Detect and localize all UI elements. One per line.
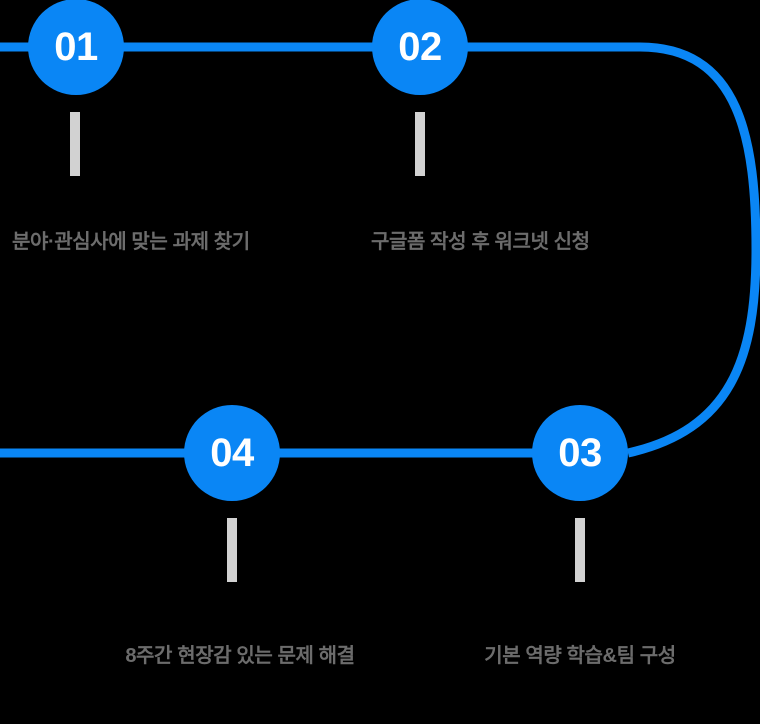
step-node-04[interactable]: 04 (184, 405, 280, 501)
step-tick-04 (227, 518, 237, 582)
step-label-04: 8주간 현장감 있는 문제 해결 (125, 645, 355, 667)
step-tick-02 (415, 112, 425, 176)
step-label-01: 분야·관심사에 맞는 과제 찾기 (12, 231, 250, 253)
step-tick-01 (70, 112, 80, 176)
step-number-01: 01 (54, 25, 98, 69)
connector-right-curve (627, 42, 760, 458)
step-number-02: 02 (398, 25, 442, 69)
step-node-01[interactable]: 01 (28, 0, 124, 95)
step-number-04: 04 (210, 431, 254, 475)
step-tick-03 (575, 518, 585, 582)
step-node-03[interactable]: 03 (532, 405, 628, 501)
step-number-03: 03 (558, 431, 602, 475)
step-label-02: 구글폼 작성 후 워크넷 신청 (371, 231, 590, 253)
step-label-03: 기본 역량 학습&팀 구성 (484, 645, 676, 667)
step-node-02[interactable]: 02 (372, 0, 468, 95)
